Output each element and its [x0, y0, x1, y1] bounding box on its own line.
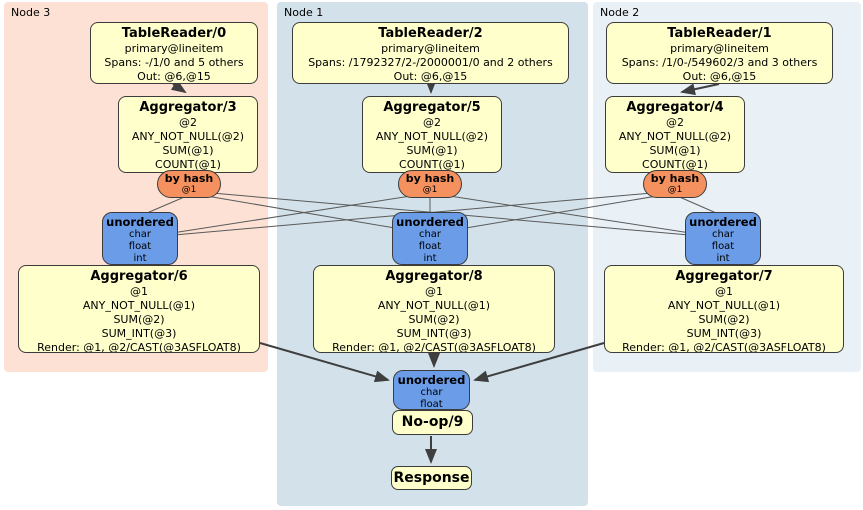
edge-hash3-stream1	[188, 192, 431, 235]
processor-title: Aggregator/7	[675, 269, 773, 284]
stream-type: char	[420, 387, 443, 398]
edge-agg6-union	[259, 342, 390, 383]
edge-hash1-stream2	[429, 192, 724, 239]
aggregator-7-box: Aggregator/7 @1 ANY_NOT_NULL(@1) SUM(@2)…	[604, 265, 844, 353]
box-line: SUM(@1)	[406, 144, 458, 157]
stream-type: int	[423, 253, 437, 264]
stream-type: float	[128, 241, 152, 252]
noop-box: No-op/9	[392, 410, 473, 435]
stream-type: char	[128, 229, 152, 240]
stream-type: char	[418, 229, 442, 240]
stream-type: float	[420, 399, 443, 410]
box-line: @1	[715, 285, 733, 298]
box-line: Spans: /1/0-/549602/3 and 3 others	[621, 56, 818, 69]
stream-type: int	[716, 253, 730, 264]
processor-title: TableReader/0	[121, 26, 227, 41]
box-line: primary@lineitem	[124, 42, 224, 55]
table-reader-2-box: TableReader/2 primary@lineitem Spans: /1…	[292, 22, 569, 84]
processor-title: Aggregator/8	[385, 269, 483, 284]
stream-title: unordered	[106, 215, 174, 229]
box-line: SUM(@2)	[113, 313, 165, 326]
box-line: Out: @6,@15	[682, 70, 757, 83]
box-line: Render: @1, @2/CAST(@3ASFLOAT8)	[622, 341, 826, 353]
box-line: ANY_NOT_NULL(@2)	[131, 130, 245, 143]
edge-hash2-stream1	[429, 192, 676, 235]
aggregator-4-box: Aggregator/4 @2 ANY_NOT_NULL(@2) SUM(@1)…	[605, 96, 745, 173]
node3-label: Node 3	[11, 6, 51, 19]
box-line: SUM(@1)	[162, 144, 214, 157]
router-column: @1	[181, 185, 197, 195]
stream-type: float	[418, 241, 442, 252]
processor-title: Aggregator/4	[626, 100, 724, 115]
box-line: Spans: /1792327/2-/2000001/0 and 2 other…	[308, 56, 553, 69]
box-line: primary@lineitem	[670, 42, 769, 55]
router-title: by hash	[164, 172, 214, 185]
router-title: by hash	[650, 172, 700, 185]
box-line: Out: @6,@15	[393, 70, 468, 83]
box-line: @2	[179, 116, 197, 129]
box-line: SUM_INT(@3)	[686, 327, 762, 340]
stream-title: unordered	[689, 215, 757, 229]
processor-title: Aggregator/3	[139, 100, 237, 115]
hash-router-node2: by hash @1	[643, 170, 707, 198]
box-line: @2	[666, 116, 684, 129]
processor-title: No-op/9	[401, 414, 464, 430]
processor-title: Aggregator/5	[383, 100, 481, 115]
router-column: @1	[422, 185, 438, 195]
edge-agg7-union	[473, 342, 605, 383]
box-line: @1	[130, 285, 148, 298]
response-box: Response	[391, 466, 472, 490]
stream-title: unordered	[396, 215, 464, 229]
hash-router-node3: by hash @1	[157, 170, 221, 198]
box-line: Out: @6,@15	[137, 70, 211, 83]
node1-label: Node 1	[284, 6, 324, 19]
box-line: SUM(@1)	[649, 144, 701, 157]
hash-router-node1: by hash @1	[398, 170, 462, 198]
box-line: SUM(@2)	[408, 313, 460, 326]
box-line: SUM_INT(@3)	[396, 327, 472, 340]
aggregator-8-box: Aggregator/8 @1 ANY_NOT_NULL(@1) SUM(@2)…	[313, 265, 555, 353]
box-line: ANY_NOT_NULL(@1)	[82, 299, 196, 312]
box-line: @2	[423, 116, 441, 129]
box-line: @1	[425, 285, 443, 298]
aggregator-3-box: Aggregator/3 @2 ANY_NOT_NULL(@2) SUM(@1)…	[118, 96, 258, 173]
table-reader-1-box: TableReader/1 primary@lineitem Spans: /1…	[606, 22, 833, 84]
box-line: Render: @1, @2/CAST(@3ASFLOAT8)	[37, 341, 241, 353]
stream-type: char	[711, 229, 735, 240]
box-line: Render: @1, @2/CAST(@3ASFLOAT8)	[332, 341, 536, 353]
aggregator-6-box: Aggregator/6 @1 ANY_NOT_NULL(@1) SUM(@2)…	[18, 265, 260, 353]
box-line: primary@lineitem	[381, 42, 480, 55]
box-line: SUM(@2)	[698, 313, 750, 326]
box-line: COUNT(@1)	[399, 158, 465, 171]
processor-title: TableReader/1	[667, 26, 772, 41]
box-line: SUM_INT(@3)	[101, 327, 177, 340]
stream-box-node1: unordered char float int	[392, 212, 468, 265]
processor-title: TableReader/2	[378, 26, 483, 41]
box-line: COUNT(@1)	[155, 158, 221, 171]
processor-title: Response	[393, 470, 470, 486]
router-title: by hash	[405, 172, 455, 185]
processor-title: Aggregator/6	[90, 269, 188, 284]
table-reader-0-box: TableReader/0 primary@lineitem Spans: -/…	[90, 22, 258, 84]
box-line: COUNT(@1)	[642, 158, 708, 171]
edge-tr0-agg3	[170, 79, 187, 94]
stream-box-node3: unordered char float int	[102, 212, 178, 265]
edge-hash1-stream3	[139, 192, 431, 239]
stream-type: int	[133, 253, 147, 264]
box-line: ANY_NOT_NULL(@1)	[667, 299, 781, 312]
stream-title: unordered	[397, 373, 466, 387]
box-line: ANY_NOT_NULL(@2)	[375, 130, 489, 143]
flow-edges	[170, 79, 720, 464]
router-column: @1	[667, 185, 683, 195]
edge-tr1-agg4	[680, 83, 720, 96]
aggregator-5-box: Aggregator/5 @2 ANY_NOT_NULL(@2) SUM(@1)…	[362, 96, 502, 173]
box-line: ANY_NOT_NULL(@2)	[618, 130, 732, 143]
final-union-stream-box: unordered char float	[393, 370, 470, 410]
box-line: ANY_NOT_NULL(@1)	[377, 299, 491, 312]
stream-box-node2: unordered char float int	[685, 212, 761, 265]
stream-type: float	[711, 241, 735, 252]
box-line: Spans: -/1/0 and 5 others	[104, 56, 244, 69]
node2-label: Node 2	[600, 6, 640, 19]
